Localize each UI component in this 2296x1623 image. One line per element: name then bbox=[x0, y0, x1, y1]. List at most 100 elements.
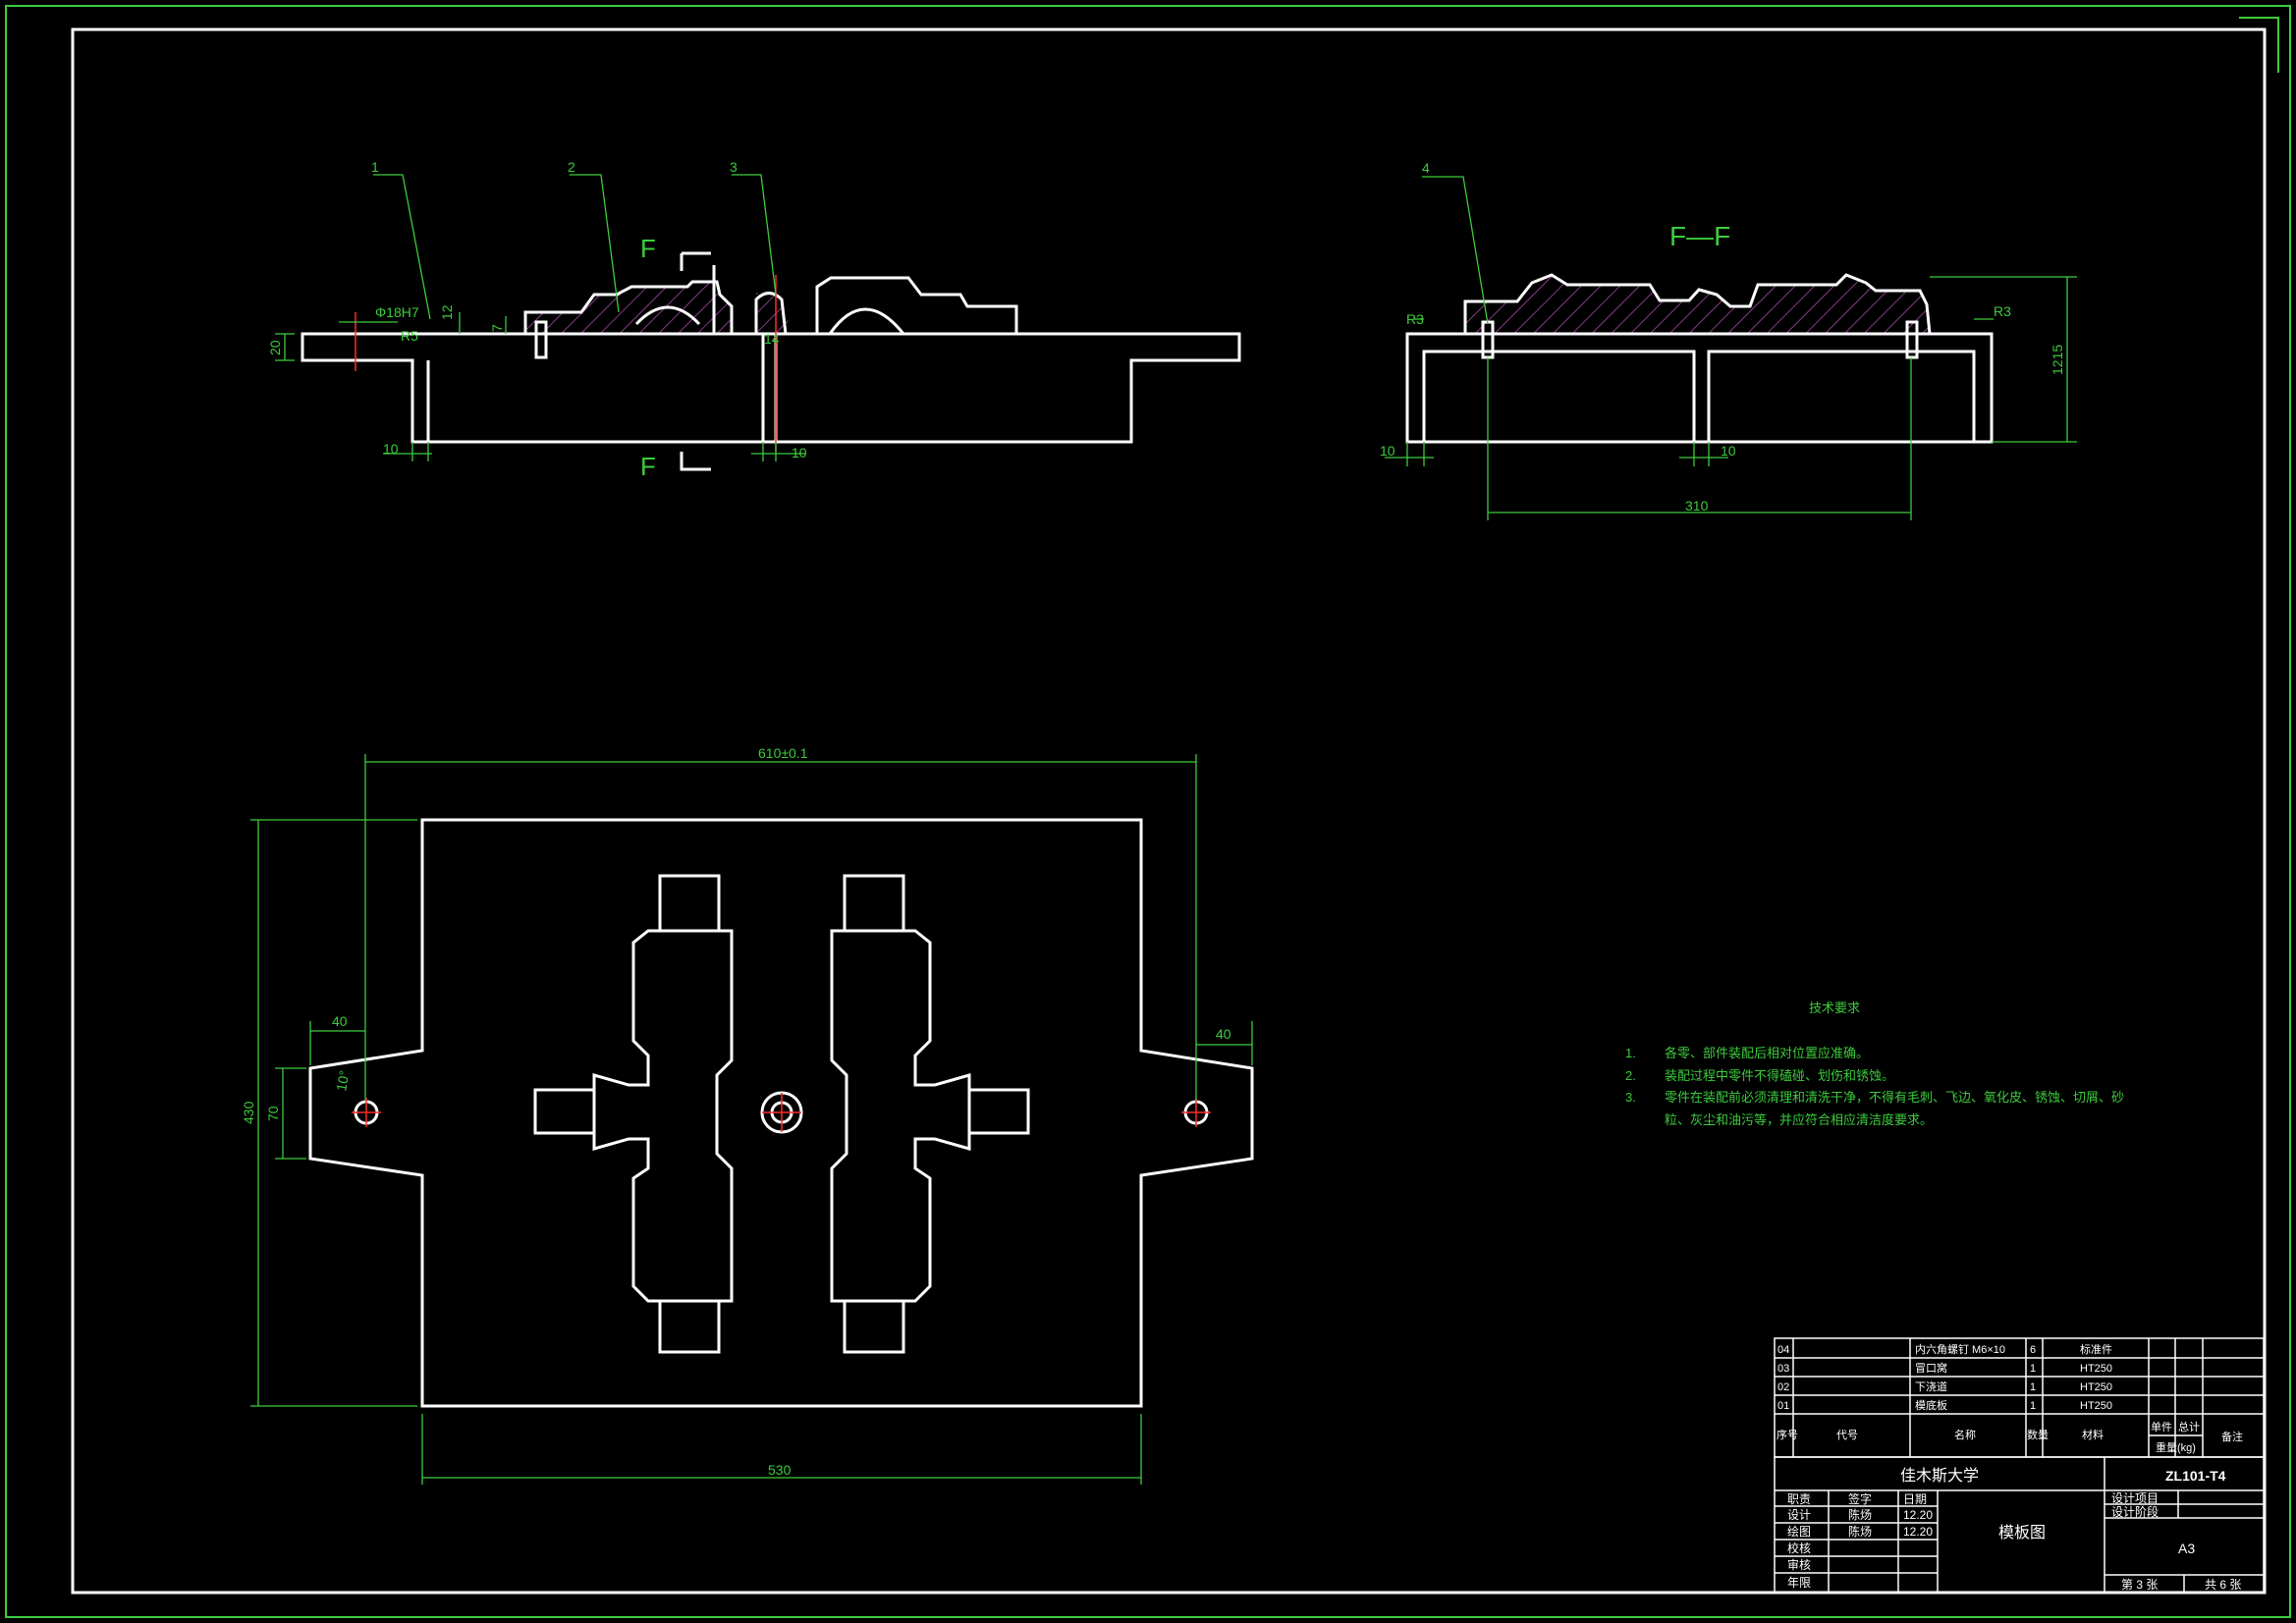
front-arch-1 bbox=[634, 305, 701, 326]
drawing-frame bbox=[71, 27, 2267, 1595]
sheet-size: A3 bbox=[2178, 1541, 2195, 1556]
tb-role: 绘图 bbox=[1787, 1524, 1811, 1539]
tech-requirements: 技术要求 1. 各零、部件装配后相对位置应准确。 2. 装配过程中零件不得磕碰、… bbox=[1625, 1001, 2124, 1127]
drawing-name: 模板图 bbox=[1998, 1524, 2046, 1542]
leader-2: 2 bbox=[568, 159, 575, 175]
dim-610: 610±0.1 bbox=[758, 745, 808, 761]
runner-right bbox=[830, 874, 1030, 1354]
plan-dim-texts: 610±0.1 430 70 40 40 10° 530 bbox=[241, 745, 1231, 1478]
dim-7: 7 bbox=[489, 324, 505, 332]
leader-1: 1 bbox=[371, 159, 379, 175]
dim-40-left: 40 bbox=[332, 1013, 348, 1029]
parts-head-name: 名称 bbox=[1954, 1428, 1976, 1441]
side-section-view bbox=[1405, 273, 1994, 444]
parts-head-qty: 数量 bbox=[2027, 1429, 2049, 1441]
front-hatch bbox=[525, 282, 732, 334]
leader-4: 4 bbox=[1422, 160, 1430, 176]
tb-date: 12.20 bbox=[1903, 1508, 1933, 1522]
side-raised-body bbox=[1463, 273, 1932, 335]
parts-head-code: 代号 bbox=[1836, 1429, 1858, 1441]
design-stage-label: 设计阶段 bbox=[2111, 1504, 2159, 1519]
tech-line-2: 装配过程中零件不得磕碰、划伤和锈蚀。 bbox=[1665, 1068, 1894, 1083]
tb-role: 年限 bbox=[1787, 1576, 1811, 1590]
part-row-material: 标准件 bbox=[2080, 1342, 2112, 1356]
tech-num-3: 3. bbox=[1625, 1090, 1636, 1105]
part-row-qty: 1 bbox=[2030, 1363, 2036, 1375]
front-dimensions bbox=[275, 174, 805, 461]
tb-date: 12.20 bbox=[1903, 1525, 1933, 1539]
part-row-qty: 1 bbox=[2030, 1400, 2036, 1412]
tb-role: 设计 bbox=[1787, 1508, 1811, 1522]
front-right-body bbox=[815, 276, 1018, 334]
parts-head-total: 总计 bbox=[2178, 1420, 2200, 1434]
sheet-border bbox=[5, 5, 2291, 1618]
front-arrow bbox=[680, 251, 711, 271]
part-row-material: HT250 bbox=[2080, 1381, 2112, 1393]
design-project-label: 设计项目 bbox=[2111, 1491, 2159, 1505]
dim-r3-right: R3 bbox=[1994, 303, 2011, 319]
parts-head-material: 材料 bbox=[2082, 1428, 2104, 1441]
parts-head-unit: 单件 bbox=[2151, 1421, 2172, 1434]
dim-12: 12 bbox=[439, 304, 455, 320]
part-row-name: 内六角螺钉 M6×10 bbox=[1915, 1342, 2005, 1356]
dim-r5: R5 bbox=[401, 328, 418, 344]
front-section-view bbox=[301, 251, 1241, 471]
part-row-material: HT250 bbox=[2080, 1400, 2112, 1412]
front-raised-body bbox=[523, 280, 734, 334]
side-dim-texts: F—F R3 R3 1215 310 10 10 4 bbox=[1380, 160, 2065, 514]
part-row-name: 模底板 bbox=[1915, 1398, 1947, 1412]
frame-corner-mark bbox=[2239, 17, 2279, 73]
parts-list: 04 内六角螺钉 M6×10 6 标准件 03 冒口窝 1 HT250 02 下… bbox=[1777, 1342, 2243, 1454]
front-arch-3 bbox=[828, 307, 905, 335]
drawing-number: ZL101-T4 bbox=[2165, 1468, 2226, 1484]
side-hatch bbox=[1465, 275, 1930, 334]
section-label: F—F bbox=[1669, 221, 1730, 251]
dim-430: 430 bbox=[241, 1101, 256, 1124]
leader-3: 3 bbox=[730, 159, 738, 175]
dim-40-right: 40 bbox=[1216, 1026, 1231, 1042]
dim-10deg: 10° bbox=[333, 1069, 352, 1093]
plan-centers bbox=[352, 1093, 1211, 1132]
plan-outline bbox=[308, 818, 1254, 1408]
part-row-name: 冒口窝 bbox=[1915, 1361, 1947, 1375]
university-name: 佳木斯大学 bbox=[1900, 1467, 1979, 1485]
title-block-grid bbox=[1774, 1456, 2265, 1594]
tech-title: 技术要求 bbox=[1809, 1001, 1860, 1015]
dim-310: 310 bbox=[1685, 498, 1709, 514]
plan-view bbox=[308, 818, 1254, 1408]
tech-line-1: 各零、部件装配后相对位置应准确。 bbox=[1665, 1046, 1869, 1060]
part-row-qty: 1 bbox=[2030, 1381, 2036, 1393]
front-arrow-bottom bbox=[680, 452, 711, 471]
sheet-number: 第 3 张 bbox=[2121, 1578, 2158, 1592]
title-block: 佳木斯大学 ZL101-T4 模板图 A3 设计项目 设计阶段 第 3 张 共 … bbox=[1787, 1467, 2241, 1592]
plan-dimensions bbox=[250, 754, 1253, 1485]
parts-head-remark: 备注 bbox=[2221, 1430, 2243, 1443]
tb-head-date: 日期 bbox=[1903, 1492, 1927, 1506]
dim-70: 70 bbox=[265, 1106, 281, 1121]
part-row-no: 01 bbox=[1777, 1400, 1789, 1412]
tb-role: 校核 bbox=[1787, 1541, 1811, 1555]
cut-mark-top: F bbox=[640, 234, 656, 263]
dim-14: 14 bbox=[764, 331, 780, 347]
dim-10-front-right: 10 bbox=[792, 445, 807, 460]
part-row-name: 下浇道 bbox=[1915, 1380, 1947, 1393]
runner-left bbox=[533, 874, 734, 1354]
tb-name: 陈炀 bbox=[1848, 1507, 1872, 1522]
sheet-total: 共 6 张 bbox=[2205, 1578, 2241, 1592]
parts-head-weight: 重量(kg) bbox=[2156, 1440, 2196, 1454]
front-hatch-right bbox=[756, 293, 793, 334]
dim-10-side-right: 10 bbox=[1721, 443, 1736, 459]
parts-head-seq: 序号 bbox=[1777, 1428, 1798, 1441]
front-dim-texts: Φ18H7 12 20 7 R5 14 10 10 1 2 3 F F bbox=[267, 159, 807, 481]
part-row-qty: 6 bbox=[2030, 1344, 2036, 1356]
tech-num-1: 1. bbox=[1625, 1046, 1636, 1060]
dim-20: 20 bbox=[267, 340, 283, 355]
side-plate-outline bbox=[1405, 332, 1994, 444]
part-row-no: 02 bbox=[1777, 1381, 1789, 1393]
front-plate-outline bbox=[301, 332, 1241, 444]
tb-head-sign: 签字 bbox=[1848, 1491, 1872, 1506]
front-screw bbox=[534, 320, 548, 359]
tb-name: 陈炀 bbox=[1848, 1524, 1872, 1539]
tech-num-2: 2. bbox=[1625, 1068, 1636, 1083]
